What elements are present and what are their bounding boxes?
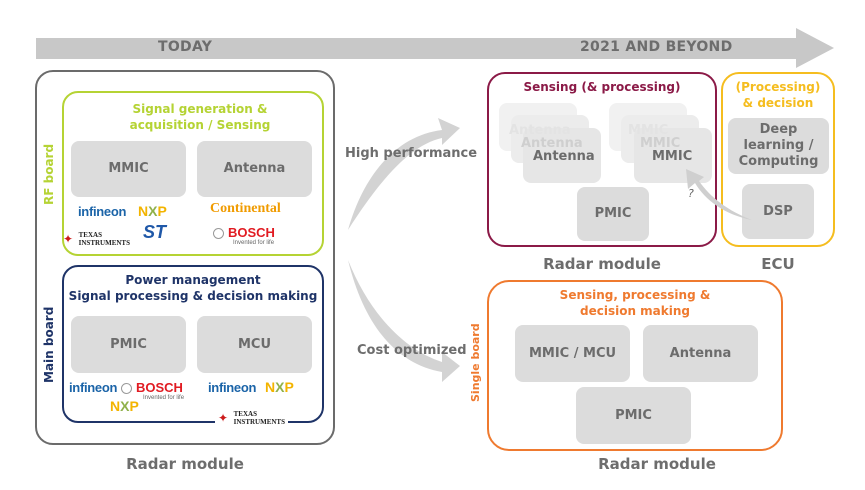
main-board-label: Main board — [42, 306, 56, 383]
antenna-ghost-label-2: Antenna — [521, 136, 583, 151]
main-board-frame — [62, 265, 324, 423]
infineon-logo: infineon — [208, 380, 257, 395]
timeline-arrow-head — [796, 28, 834, 68]
main-mcu-chip: MCU — [197, 316, 312, 373]
high-radar-module-caption: Radar module — [543, 255, 661, 273]
rf-board-frame — [62, 91, 324, 256]
continental-logo: Continental — [210, 201, 281, 216]
mmic-ghost-label-1: MMIC — [628, 123, 669, 138]
timeline-arrow — [36, 38, 796, 59]
single-antenna-chip: Antenna — [643, 325, 758, 382]
high-performance-label: High performance — [345, 146, 478, 161]
deep-learning-chip: Deep learning / Computing — [728, 118, 829, 174]
today-radar-module-frame — [35, 70, 335, 445]
mmic-chip — [634, 128, 712, 183]
single-board-label: Single board — [469, 323, 482, 402]
st-logo: ST — [143, 222, 167, 242]
rf-board-title: Signal generation & acquisition / Sensin… — [100, 101, 300, 133]
ti-mark-icon: ✦ — [63, 232, 74, 246]
main-pmic-chip: PMIC — [71, 316, 186, 373]
infineon-logo: infineon — [69, 380, 118, 395]
sensing-box-frame — [487, 72, 717, 247]
single-board-frame — [487, 280, 783, 451]
cost-optimized-label: Cost optimized — [357, 343, 467, 358]
antenna-chip — [523, 128, 601, 183]
cost-radar-module-caption: Radar module — [598, 455, 716, 473]
rf-board-title-line1: Signal generation & — [132, 102, 268, 116]
high-performance-arrow — [348, 118, 460, 230]
antenna-label: Antenna — [533, 149, 595, 164]
mmic-label: MMIC — [652, 149, 693, 164]
single-board-title-line1: Sensing, processing & — [559, 288, 711, 302]
nxp-logo: NXP — [265, 379, 294, 395]
sensing-pmic-chip: PMIC — [577, 187, 649, 241]
dsp-chip: DSP — [742, 184, 814, 239]
infineon-logo: infineon — [78, 204, 127, 219]
main-board-title-line2: Signal processing & decision making — [68, 289, 318, 303]
sensing-box-title: Sensing (& processing) — [523, 80, 681, 94]
bosch-ring-icon — [121, 383, 132, 395]
main-board-title: Power management Signal processing & dec… — [62, 272, 324, 304]
bosch-logo: BOSCH Invented for life — [121, 380, 184, 401]
ecu-title-line2: & decision — [742, 96, 814, 110]
rf-mmic-chip: MMIC — [71, 141, 186, 197]
rf-board-label: RF board — [42, 143, 56, 205]
mmic-mcu-chip: MMIC / MCU — [515, 325, 630, 382]
today-radar-module-caption: Radar module — [126, 455, 244, 473]
cost-optimized-arrow — [348, 260, 460, 382]
single-board-title-line2: decision making — [579, 304, 690, 318]
question-mark: ? — [688, 187, 694, 200]
single-pmic-chip: PMIC — [576, 387, 691, 444]
rf-antenna-chip: Antenna — [197, 141, 312, 197]
ecu-title-line1: (Processing) — [735, 80, 821, 94]
ecu-caption: ECU — [761, 255, 795, 273]
nxp-logo: NXP — [138, 203, 167, 219]
single-board-title: Sensing, processing & decision making — [487, 287, 783, 319]
ecu-box-title: (Processing) & decision — [721, 79, 835, 111]
bosch-ring-icon — [213, 228, 224, 240]
ecu-box-frame — [721, 72, 835, 247]
rf-board-title-line2: acquisition / Sensing — [129, 118, 271, 132]
bosch-logo: BOSCH Invented for life — [213, 225, 275, 246]
mmic-ghost-label-2: MMIC — [640, 136, 681, 151]
future-label: 2021 AND BEYOND — [580, 39, 733, 55]
main-board-title-line1: Power management — [125, 273, 261, 287]
antenna-ghost-label-1: Antenna — [509, 123, 571, 138]
path-arrows — [348, 118, 460, 382]
nxp-logo: NXP — [110, 398, 139, 414]
today-label: TODAY — [158, 39, 213, 55]
dsp-to-mmic-arrow — [686, 169, 752, 220]
ti-mark-icon: ✦ — [218, 411, 229, 425]
